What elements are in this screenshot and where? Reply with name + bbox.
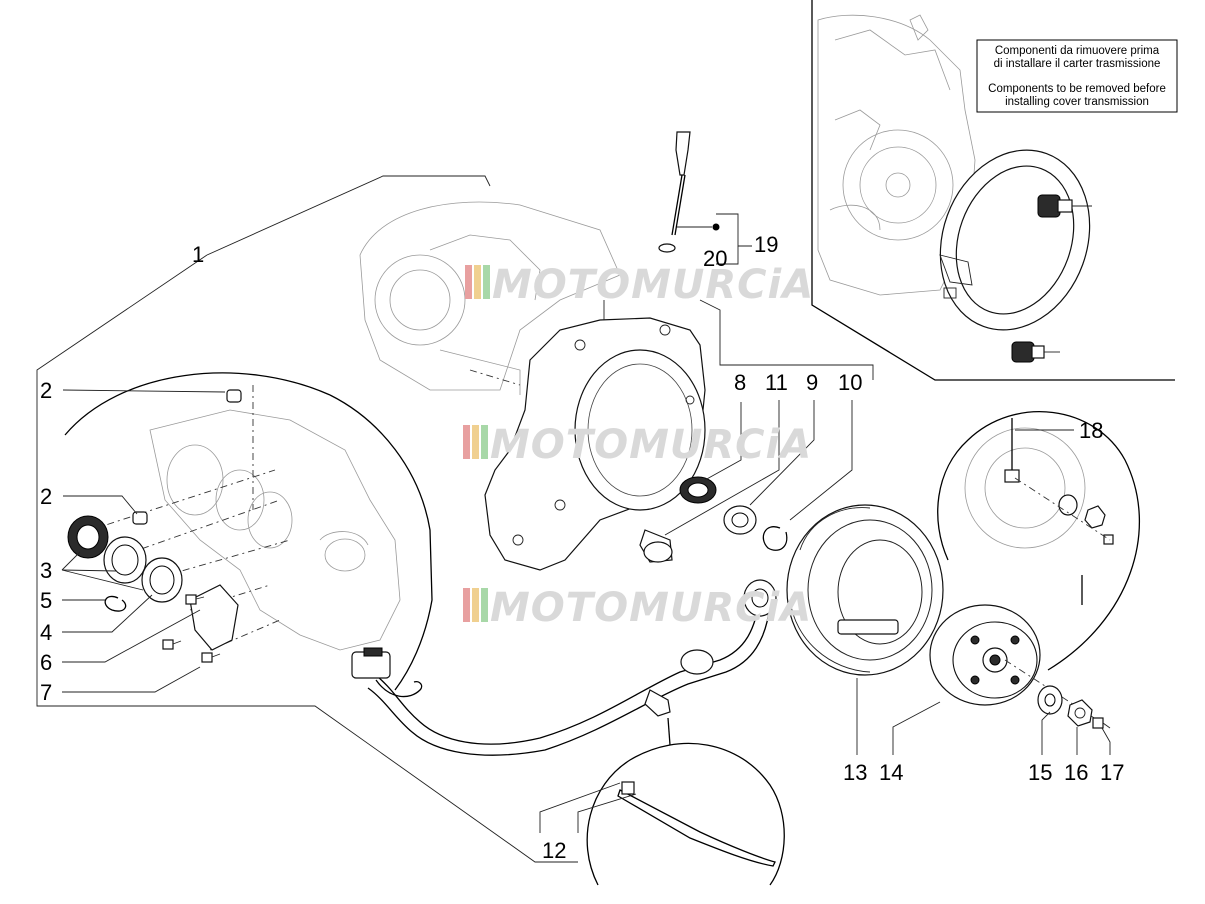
note-it-line1: Componenti da rimuovere prima xyxy=(995,45,1160,57)
part-label-8: 8 xyxy=(734,370,746,395)
rotor xyxy=(929,604,1106,726)
nut xyxy=(1067,699,1093,727)
part-label-17: 17 xyxy=(1100,760,1124,785)
part-label-12: 12 xyxy=(542,838,566,863)
screw-b xyxy=(162,639,182,650)
knob-upper xyxy=(1037,194,1092,218)
split-ring-tool xyxy=(939,149,1091,331)
main-group-outline xyxy=(36,175,578,863)
part-label-11: 11 xyxy=(765,370,788,395)
watermark-top: MOTOMURCiA xyxy=(465,262,814,308)
watermark-text-middle: MOTOMURCiA xyxy=(490,422,812,468)
inset-engine-sketch xyxy=(817,14,976,296)
part-label-9: 9 xyxy=(806,370,818,395)
knob-lower xyxy=(1011,341,1060,363)
part-label-18: 18 xyxy=(1079,418,1103,443)
part-label-10: 10 xyxy=(838,370,862,395)
watermark-middle: MOTOMURCiA xyxy=(463,422,812,468)
leader-lines xyxy=(61,213,1111,833)
bearing-small xyxy=(67,515,109,559)
part-label-7: 7 xyxy=(40,680,52,705)
watermark-text-top: MOTOMURCiA xyxy=(492,262,814,308)
note-it-line2: di installare il carter trasmissione xyxy=(994,58,1161,70)
wiring-harness xyxy=(351,579,777,756)
part-label-13: 13 xyxy=(843,760,867,785)
part-label-2-lower: 2 xyxy=(40,484,52,509)
magnified-detail-12 xyxy=(586,717,785,886)
engine-cover xyxy=(359,201,706,571)
watermark-bottom: MOTOMURCiA xyxy=(463,585,812,631)
stator xyxy=(786,504,944,676)
part-label-1: 1 xyxy=(192,242,204,267)
part-label-5: 5 xyxy=(40,588,52,613)
part-label-14: 14 xyxy=(879,760,903,785)
dipstick xyxy=(658,131,691,253)
part-label-16: 16 xyxy=(1064,760,1088,785)
note-en-line1: Components to be removed before xyxy=(988,83,1166,95)
part-label-19: 19 xyxy=(754,232,778,257)
note-en-line2: installing cover transmission xyxy=(1005,96,1149,108)
part-label-4: 4 xyxy=(40,620,52,645)
bushing xyxy=(639,529,673,563)
bearing-mid xyxy=(103,536,147,584)
crankcase-detail xyxy=(64,372,433,691)
dowel-pin-lower xyxy=(132,511,148,525)
watermark-text-bottom: MOTOMURCiA xyxy=(490,585,812,631)
screw-17 xyxy=(1092,717,1111,729)
inset-frame: Componenti da rimuovere prima di install… xyxy=(811,0,1178,381)
bearing-large xyxy=(141,557,183,603)
part-label-15: 15 xyxy=(1028,760,1052,785)
screw-a xyxy=(185,594,205,605)
part-label-6: 6 xyxy=(40,650,52,675)
part-label-2-upper: 2 xyxy=(40,378,52,403)
part-label-3: 3 xyxy=(40,558,52,583)
part-labels: 1 2 2 3 4 5 6 7 8 9 10 11 12 13 14 15 16… xyxy=(40,232,1124,863)
circlip-left xyxy=(104,595,127,612)
part-label-20: 20 xyxy=(703,246,727,271)
magnified-detail-18 xyxy=(937,411,1140,671)
cover-plate xyxy=(189,584,239,651)
washer xyxy=(1037,685,1063,715)
dowel-pin-upper xyxy=(226,389,242,403)
note-box: Componenti da rimuovere prima di install… xyxy=(976,39,1178,113)
oil-seal xyxy=(679,476,717,504)
circlip-10 xyxy=(762,526,788,551)
bearing-9 xyxy=(723,505,757,535)
screw-c xyxy=(201,652,221,663)
